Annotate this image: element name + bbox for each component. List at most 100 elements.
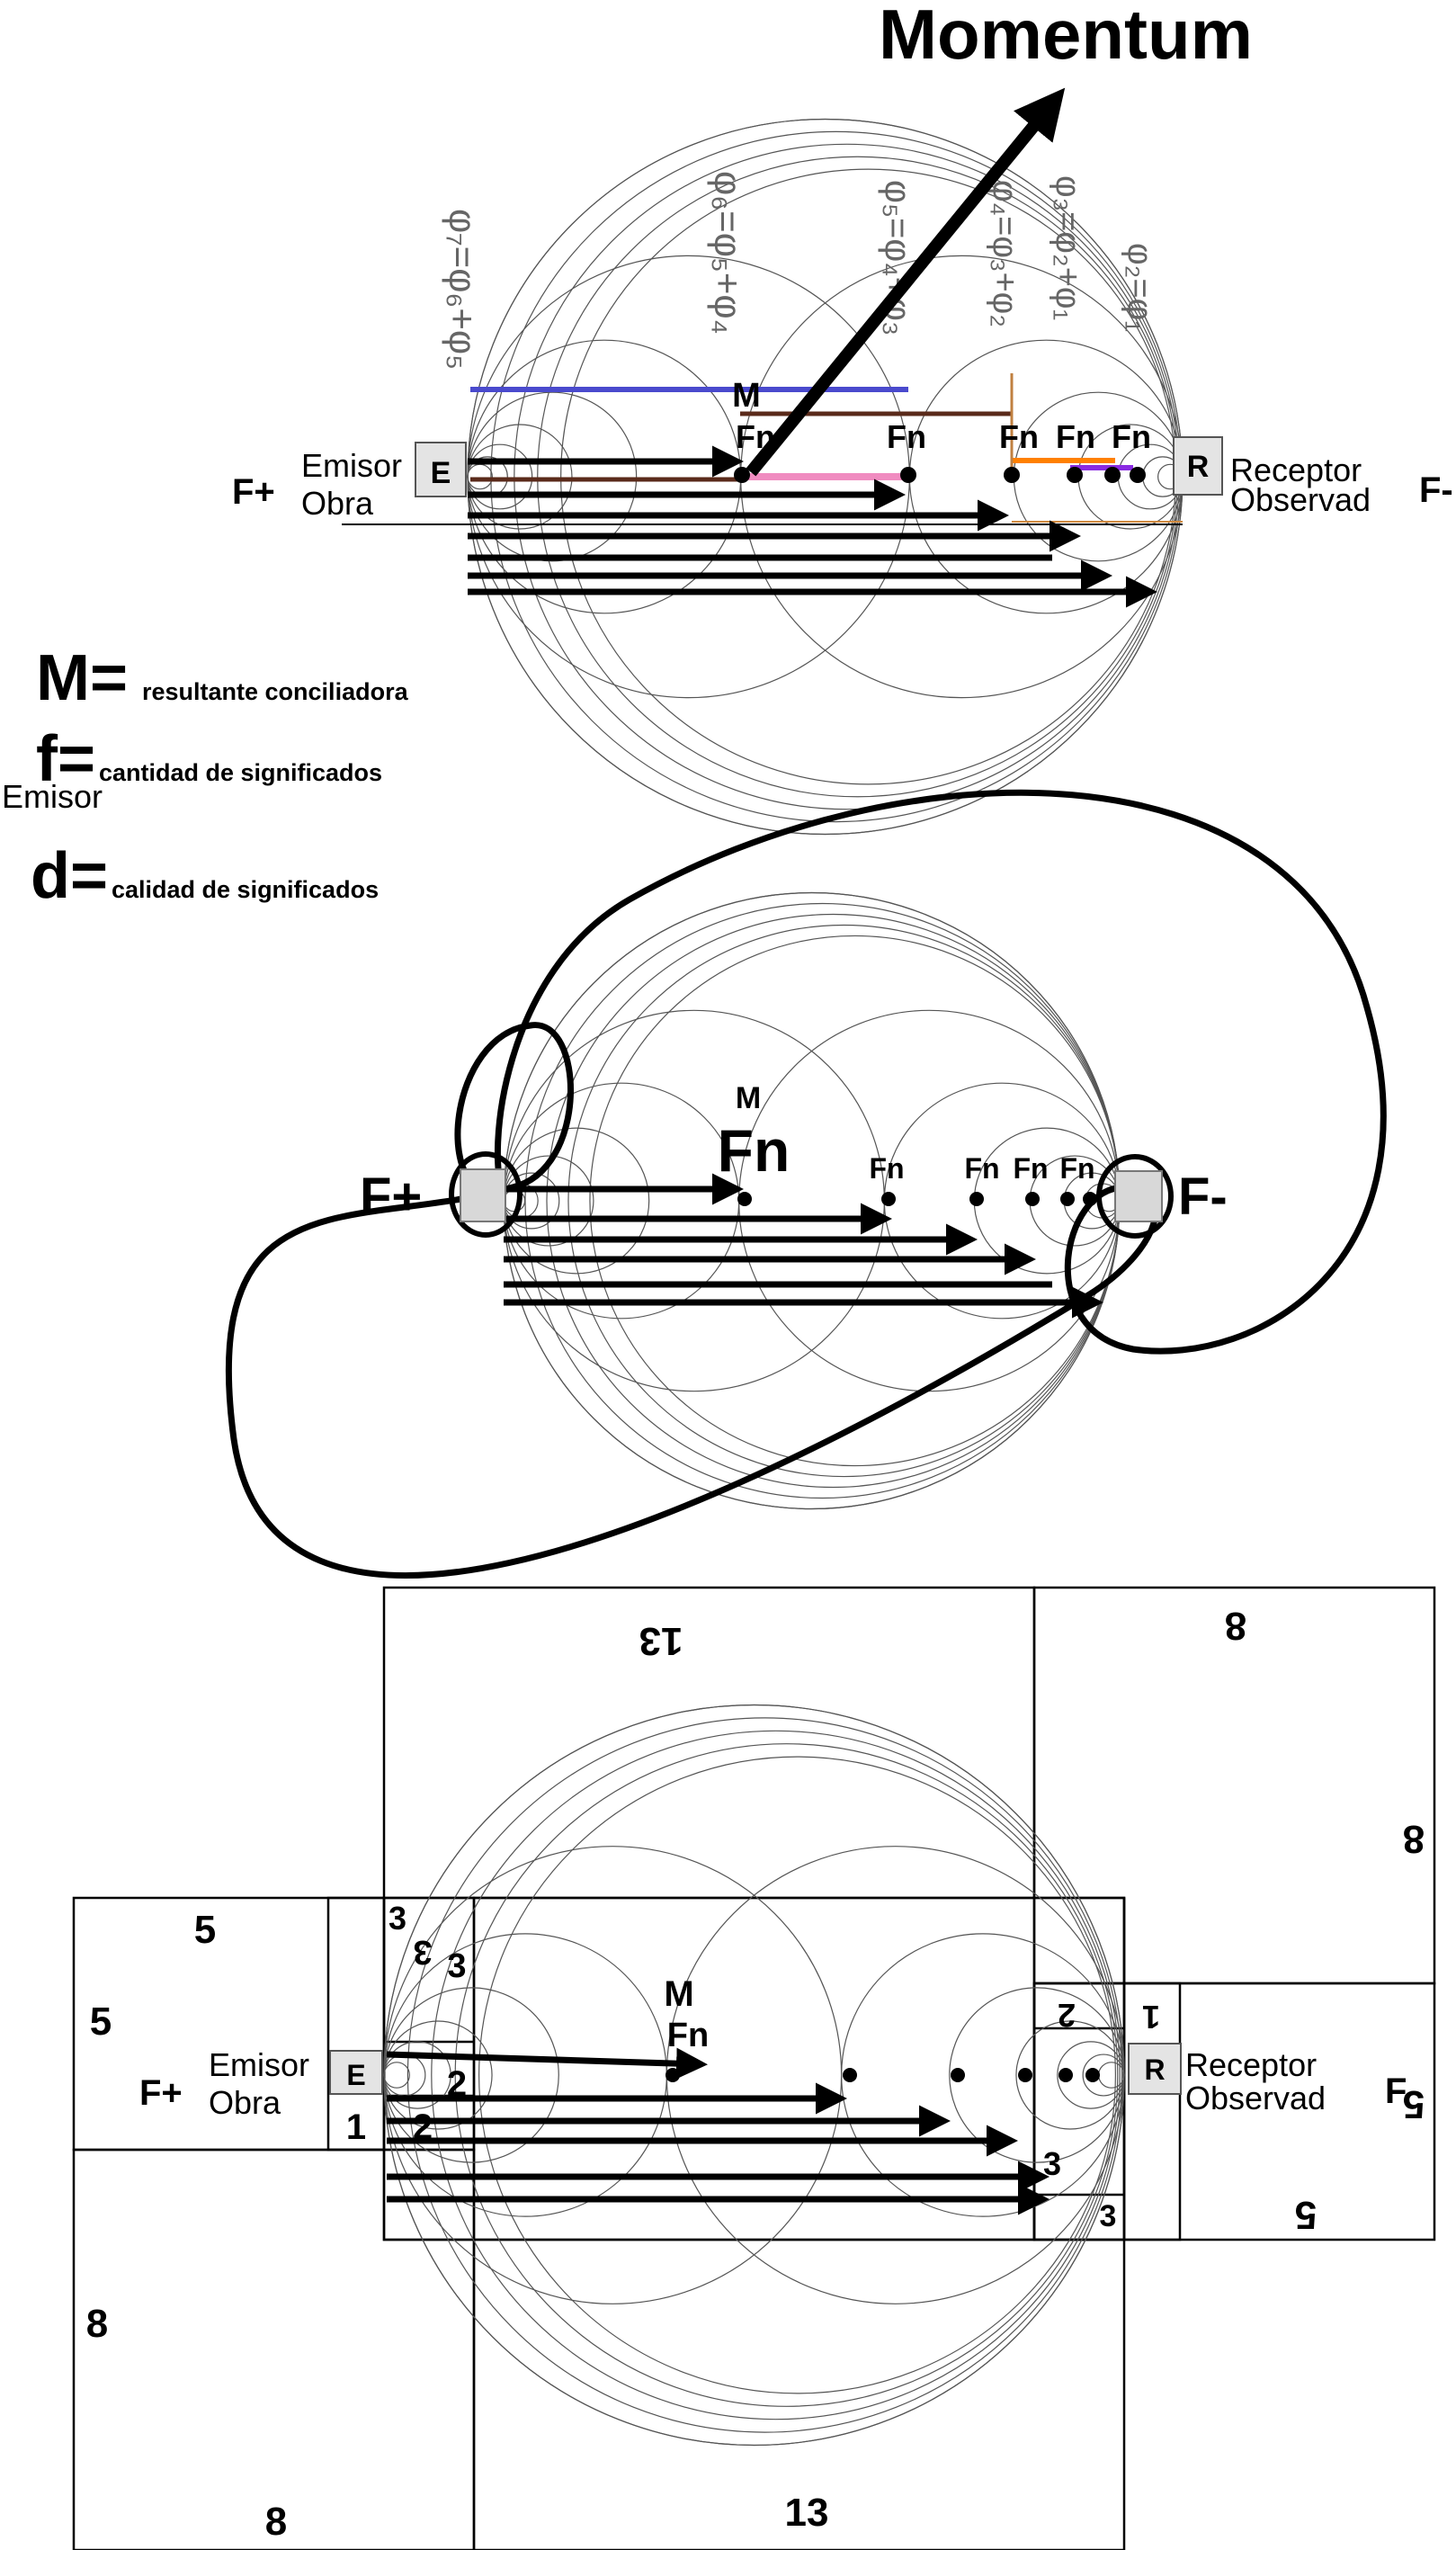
- e-box: [415, 442, 467, 497]
- e-box: [329, 2050, 383, 2095]
- num-5: 5: [194, 1908, 216, 1952]
- emisor-label: Emisor: [301, 447, 402, 484]
- small-loop-right: [1096, 1154, 1174, 1239]
- arc-circle: [383, 2053, 426, 2097]
- right-square: [1114, 1170, 1163, 1222]
- fn-dots: [737, 1192, 1097, 1206]
- small-num: 2: [1058, 1997, 1076, 2034]
- left-square: [460, 1168, 506, 1222]
- legend: M= resultante conciliadora f= cantidad d…: [2, 642, 409, 912]
- e-label: E: [346, 2059, 365, 2091]
- left-force: F+: [139, 2073, 183, 2113]
- arc-circle: [383, 2020, 493, 2130]
- phi-label: φ₆=φ₅+φ₄: [707, 171, 749, 335]
- arrows: [504, 1173, 1103, 1319]
- num-5: 5: [90, 2000, 112, 2044]
- arc-circle: [383, 2062, 410, 2089]
- fibonacci-rectangles: [72, 1586, 1436, 2550]
- arc-circle: [467, 463, 493, 490]
- small-num: 3: [447, 1947, 466, 1985]
- bottom-diagram: E R 13 13 8 8 5 5 8 8 5 5 1 1 2 2 2 3 3 …: [72, 1586, 1436, 2550]
- arc-circle: [454, 1743, 1119, 2407]
- momentum-title: Momentum: [879, 0, 1253, 74]
- obra-label: Obra: [209, 2084, 281, 2121]
- left-force: F+: [232, 472, 275, 512]
- num-5: 5: [1295, 2193, 1317, 2237]
- fn-label: Fn: [736, 418, 775, 455]
- num-8: 8: [1225, 1604, 1246, 1648]
- fn-label: Fn: [1112, 418, 1151, 455]
- arc-circle: [665, 1846, 1125, 2304]
- m-label: M: [736, 1081, 761, 1115]
- fn-dots: [665, 2068, 1100, 2082]
- arc-circle: [383, 1704, 1125, 2447]
- m-label: M: [664, 1974, 693, 2014]
- emisor-label: Emisor: [209, 2046, 309, 2083]
- fn-label: Fn: [1059, 1152, 1094, 1185]
- r-box: [1173, 436, 1223, 496]
- fn-label: Fn: [964, 1152, 999, 1185]
- legend-f-text: cantidad de significados: [99, 759, 382, 786]
- small-num: 3: [413, 1933, 432, 1971]
- e-label: E: [431, 456, 451, 490]
- fn-label: Fn: [999, 418, 1039, 455]
- arrows: [468, 87, 1157, 608]
- legend-f-head: f=: [36, 723, 95, 795]
- arc-circle: [383, 1704, 1125, 2447]
- small-num: 2: [447, 2064, 467, 2104]
- phi-label: φ₃=φ₂+φ₁: [1049, 175, 1086, 320]
- receptor-label: Receptor: [1185, 2046, 1317, 2083]
- small-num: 1: [1142, 1999, 1160, 2036]
- fn-label: Fn: [1013, 1152, 1048, 1185]
- observad-label: Observad: [1230, 481, 1371, 518]
- small-num: 3: [1100, 2199, 1117, 2233]
- fn-label: Fn: [1056, 418, 1095, 455]
- nested-circles: [383, 1704, 1125, 2447]
- top-diagram: φ₇=φ₆+φ₅ φ₆=φ₅+φ₄ φ₅=φ₄+φ₃ φ₄=φ₃+φ₂ φ₃=φ…: [232, 0, 1453, 836]
- obra-label: Obra: [301, 485, 374, 522]
- arc-circle: [383, 1987, 559, 2163]
- observad-label: Observad: [1185, 2080, 1326, 2116]
- receptor-label: Receptor: [1230, 452, 1362, 488]
- r-label: R: [1187, 450, 1210, 484]
- right-force: F-: [1178, 1168, 1228, 1226]
- num-8: 8: [1403, 1817, 1425, 1861]
- small-num: 2: [413, 2107, 433, 2147]
- arc-circle: [467, 339, 742, 614]
- phi-label: φ₇=φ₆+φ₅: [442, 209, 484, 370]
- fn-dots: [734, 467, 1146, 483]
- momentum-arrow: [746, 87, 1066, 477]
- legend-d-text: calidad de significados: [112, 876, 379, 903]
- legend-f-sub: Emisor: [2, 778, 103, 815]
- r-label: R: [1144, 2053, 1165, 2086]
- right-force: F: [1385, 2071, 1407, 2111]
- spiral-loop: [226, 789, 1387, 1579]
- arc-circle: [503, 1009, 885, 1392]
- num-13-top: 13: [639, 1619, 683, 1663]
- right-force: F-: [1419, 470, 1453, 510]
- fn-label: Fn: [887, 418, 926, 455]
- fn-label: Fn: [869, 1152, 904, 1185]
- num-13-bottom: 13: [785, 2491, 829, 2535]
- m-label: M: [732, 377, 761, 415]
- num-5: 5: [1403, 2082, 1425, 2126]
- arc-circle: [467, 443, 533, 510]
- arc-circle: [431, 1730, 1121, 2420]
- legend-m-head: M=: [36, 642, 128, 714]
- fn-label: Fn: [667, 2017, 709, 2054]
- small-num: 3: [1043, 2145, 1061, 2182]
- middle-diagram: F+ F- M Fn Fn Fn Fn Fn: [226, 789, 1387, 1579]
- small-loop-left: [449, 1151, 523, 1238]
- legend-m-text: resultante conciliadora: [142, 678, 409, 705]
- num-8: 8: [86, 2302, 108, 2346]
- arc-circle: [589, 935, 1121, 1467]
- arrows: [386, 2047, 1050, 2215]
- small-num: 3: [389, 1900, 406, 1937]
- legend-d-head: d=: [31, 840, 108, 912]
- arc-circle: [406, 1717, 1123, 2433]
- fn-big-label: Fn: [718, 1117, 791, 1184]
- arc-circle: [478, 1756, 1116, 2394]
- r-box: [1128, 2043, 1182, 2095]
- left-force: F+: [360, 1168, 422, 1226]
